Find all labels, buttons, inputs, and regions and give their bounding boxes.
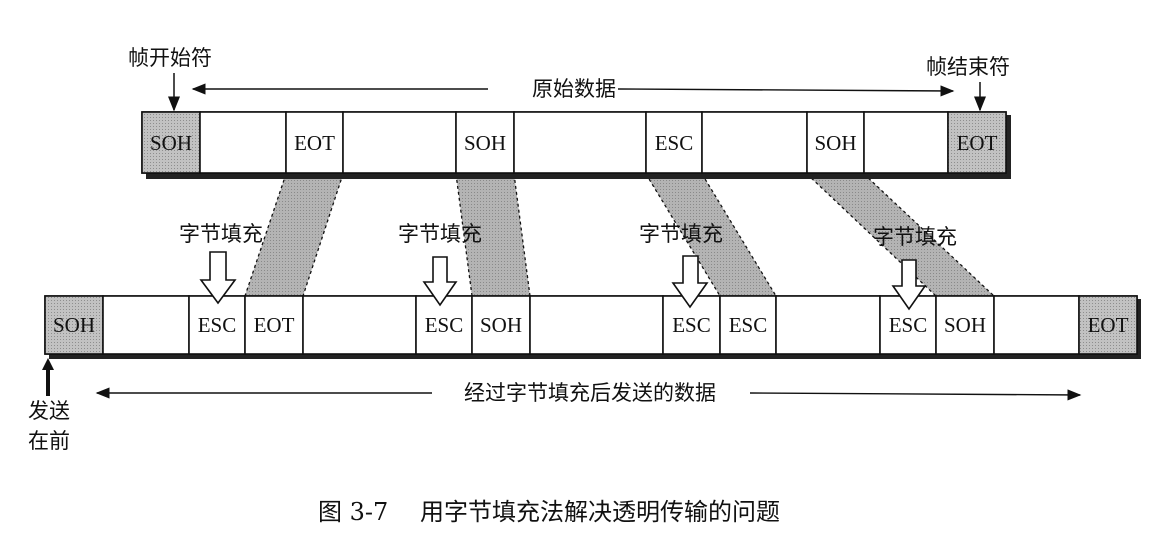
top-cell-label-2: EOT [294, 131, 335, 155]
bottom-cell-1 [102, 295, 190, 355]
hollow-down-arrow-icon [671, 255, 709, 309]
bottom-cell-13 [993, 295, 1080, 355]
top-cell-label-0: SOH [150, 131, 192, 155]
stuffing-marker-3: 字节填充 [639, 222, 723, 309]
stuffing-label-3: 字节填充 [639, 222, 723, 246]
bottom-cell-label-8: ESC [672, 313, 711, 337]
bottom-frame: SOH ESC EOT ESC SOH ESC ESC ESC SOH EOT [44, 295, 1141, 359]
bottom-cell-0 [44, 295, 104, 355]
bottom-cell-label-3: EOT [254, 313, 295, 337]
bottom-cell-label-5: ESC [425, 313, 464, 337]
band-eot [245, 174, 343, 296]
top-frame: SOH EOT SOH ESC SOH EOT [141, 111, 1011, 179]
top-cell-1 [199, 111, 287, 174]
original-data-arrow-right [617, 85, 955, 97]
top-cell-5 [513, 111, 647, 174]
caption-number: 图 3-7 [318, 498, 388, 526]
send-first-arrow-up-icon [42, 358, 54, 370]
send-first-label-line1: 发送 [28, 399, 70, 423]
caption-title: 用字节填充法解决透明传输的问题 [420, 498, 780, 526]
send-first-label-line2: 在前 [28, 429, 70, 453]
bottom-cell-2 [188, 295, 246, 355]
hollow-down-arrow-icon [422, 256, 458, 307]
stuffed-data-arrow-right [749, 389, 1082, 401]
top-cell-label-10: EOT [957, 131, 998, 155]
bottom-cell-label-6: SOH [480, 313, 522, 337]
stuffing-label-1: 字节填充 [179, 222, 263, 246]
top-cell-label-4: SOH [464, 131, 506, 155]
bottom-cell-10 [775, 295, 881, 355]
bottom-cell-label-2: ESC [198, 313, 237, 337]
bottom-cell-12 [935, 295, 995, 355]
band-soh-1 [456, 174, 530, 296]
stuffing-bands [244, 173, 995, 297]
stuffed-data-label: 经过字节填充后发送的数据 [464, 381, 716, 405]
bottom-cell-7 [529, 295, 664, 355]
bottom-cell-14 [1078, 295, 1138, 355]
bottom-cell-3 [244, 295, 304, 355]
bottom-cell-label-9: ESC [729, 313, 768, 337]
top-cell-7 [701, 111, 808, 174]
hollow-down-arrow-icon [199, 251, 237, 305]
top-cell-label-6: ESC [655, 131, 694, 155]
stuffing-label-2: 字节填充 [398, 222, 482, 246]
band-esc [646, 174, 776, 296]
bottom-cell-label-12: SOH [944, 313, 986, 337]
bottom-cell-label-0: SOH [53, 313, 95, 337]
frame-end-label: 帧结束符 [926, 55, 1010, 79]
frame-start-label: 帧开始符 [128, 46, 212, 70]
band-soh-2 [807, 174, 994, 296]
top-cell-3 [342, 111, 457, 174]
bottom-cell-label-14: EOT [1088, 313, 1129, 337]
top-cell-9 [863, 111, 949, 174]
bottom-cell-4 [302, 295, 417, 355]
bottom-cell-label-11: ESC [889, 313, 928, 337]
top-cell-10 [947, 111, 1007, 174]
stuffing-marker-4: 字节填充 [873, 225, 957, 311]
top-cell-label-8: SOH [814, 131, 856, 155]
hollow-down-arrow-icon [891, 259, 927, 311]
original-data-label: 原始数据 [532, 77, 616, 101]
stuffing-label-4: 字节填充 [873, 225, 957, 249]
stuffing-marker-2: 字节填充 [398, 222, 482, 307]
stuffing-marker-1: 字节填充 [179, 222, 263, 305]
